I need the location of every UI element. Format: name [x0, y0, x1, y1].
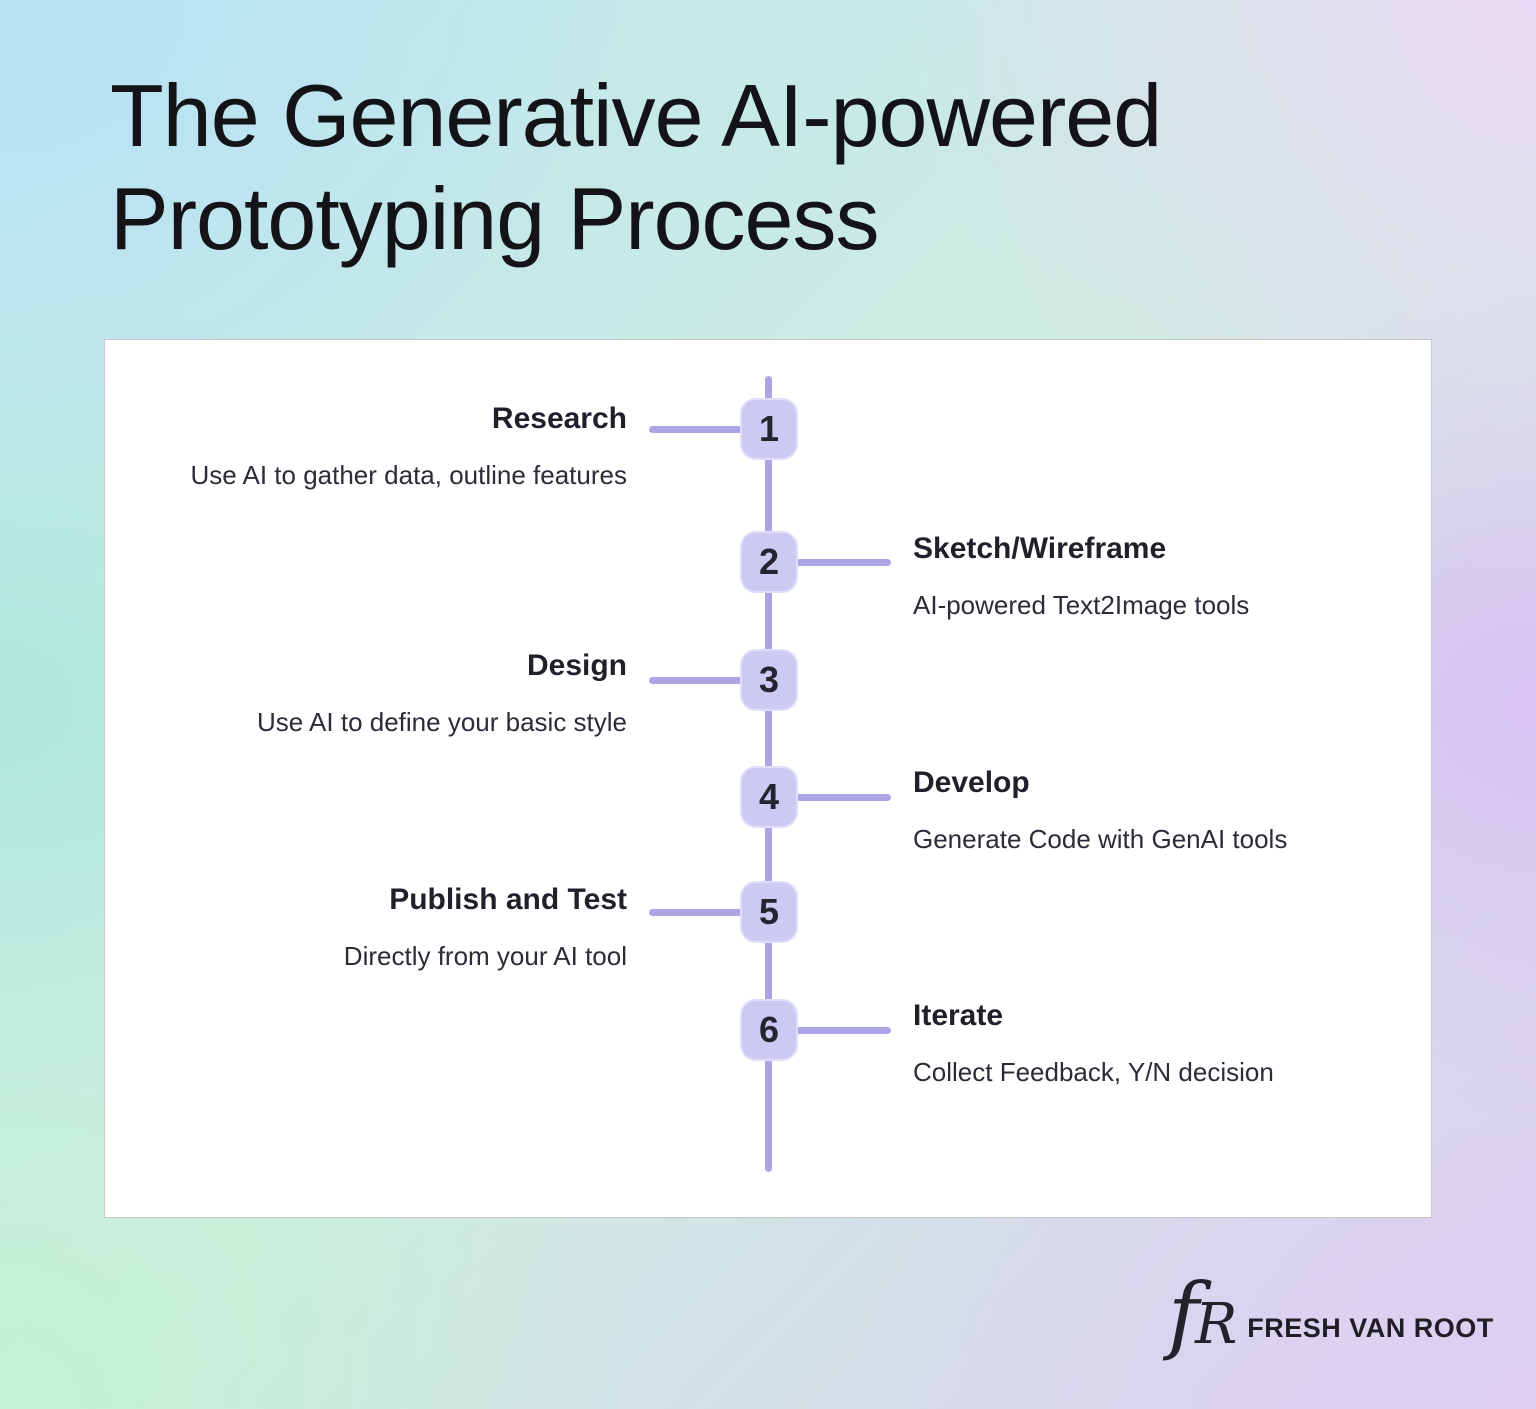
step-6-iterate: Iterate Collect Feedback, Y/N decision: [913, 997, 1399, 1088]
connector-step-3: [649, 677, 742, 684]
step-title: Sketch/Wireframe: [913, 532, 1167, 565]
step-title: Research: [491, 402, 627, 435]
brand-name: FRESH VAN ROOT: [1247, 1313, 1494, 1343]
step-number: 4: [758, 776, 780, 817]
connector-step-1: [649, 426, 742, 433]
step-5-publish-and-test: Publish and Test Directly from your AI t…: [141, 881, 627, 972]
step-description: Use AI to gather data, outline features: [190, 460, 627, 490]
step-3-design: Design Use AI to define your basic style: [141, 647, 627, 738]
fresh-van-root-logo-icon: fR: [1168, 1265, 1237, 1363]
step-1-research: Research Use AI to gather data, outline …: [141, 400, 627, 491]
step-number: 6: [758, 1009, 780, 1050]
step-badge-3: 3: [740, 649, 798, 711]
step-number: 3: [758, 659, 780, 700]
step-number: 1: [758, 408, 780, 449]
step-title: Develop: [913, 766, 1030, 799]
page-title-line1: The Generative AI-powered: [110, 66, 1162, 165]
step-badge-5: 5: [740, 881, 798, 943]
timeline-card: 1 Research Use AI to gather data, outlin…: [104, 339, 1432, 1218]
step-badge-4: 4: [740, 766, 798, 828]
step-description: Use AI to define your basic style: [257, 707, 627, 737]
step-description: AI-powered Text2Image tools: [913, 590, 1250, 620]
step-number: 2: [758, 541, 780, 582]
step-description: Directly from your AI tool: [343, 941, 627, 971]
step-badge-6: 6: [740, 999, 798, 1061]
connector-step-6: [796, 1027, 891, 1034]
brand-logo: fR FRESH VAN ROOT: [1168, 1265, 1494, 1367]
step-badge-1: 1: [740, 398, 798, 460]
step-description: Collect Feedback, Y/N decision: [913, 1057, 1274, 1087]
step-number: 5: [758, 891, 780, 932]
connector-step-2: [796, 559, 891, 566]
connector-step-4: [796, 794, 891, 801]
step-badge-2: 2: [740, 531, 798, 593]
page-title-line2: Prototyping Process: [110, 169, 879, 268]
step-description: Generate Code with GenAI tools: [913, 824, 1288, 854]
step-title: Design: [526, 649, 627, 682]
step-title: Publish and Test: [389, 883, 627, 916]
connector-step-5: [649, 909, 742, 916]
step-4-develop: Develop Generate Code with GenAI tools: [913, 764, 1399, 855]
step-title: Iterate: [913, 999, 1004, 1032]
step-2-sketch-wireframe: Sketch/Wireframe AI-powered Text2Image t…: [913, 530, 1399, 621]
